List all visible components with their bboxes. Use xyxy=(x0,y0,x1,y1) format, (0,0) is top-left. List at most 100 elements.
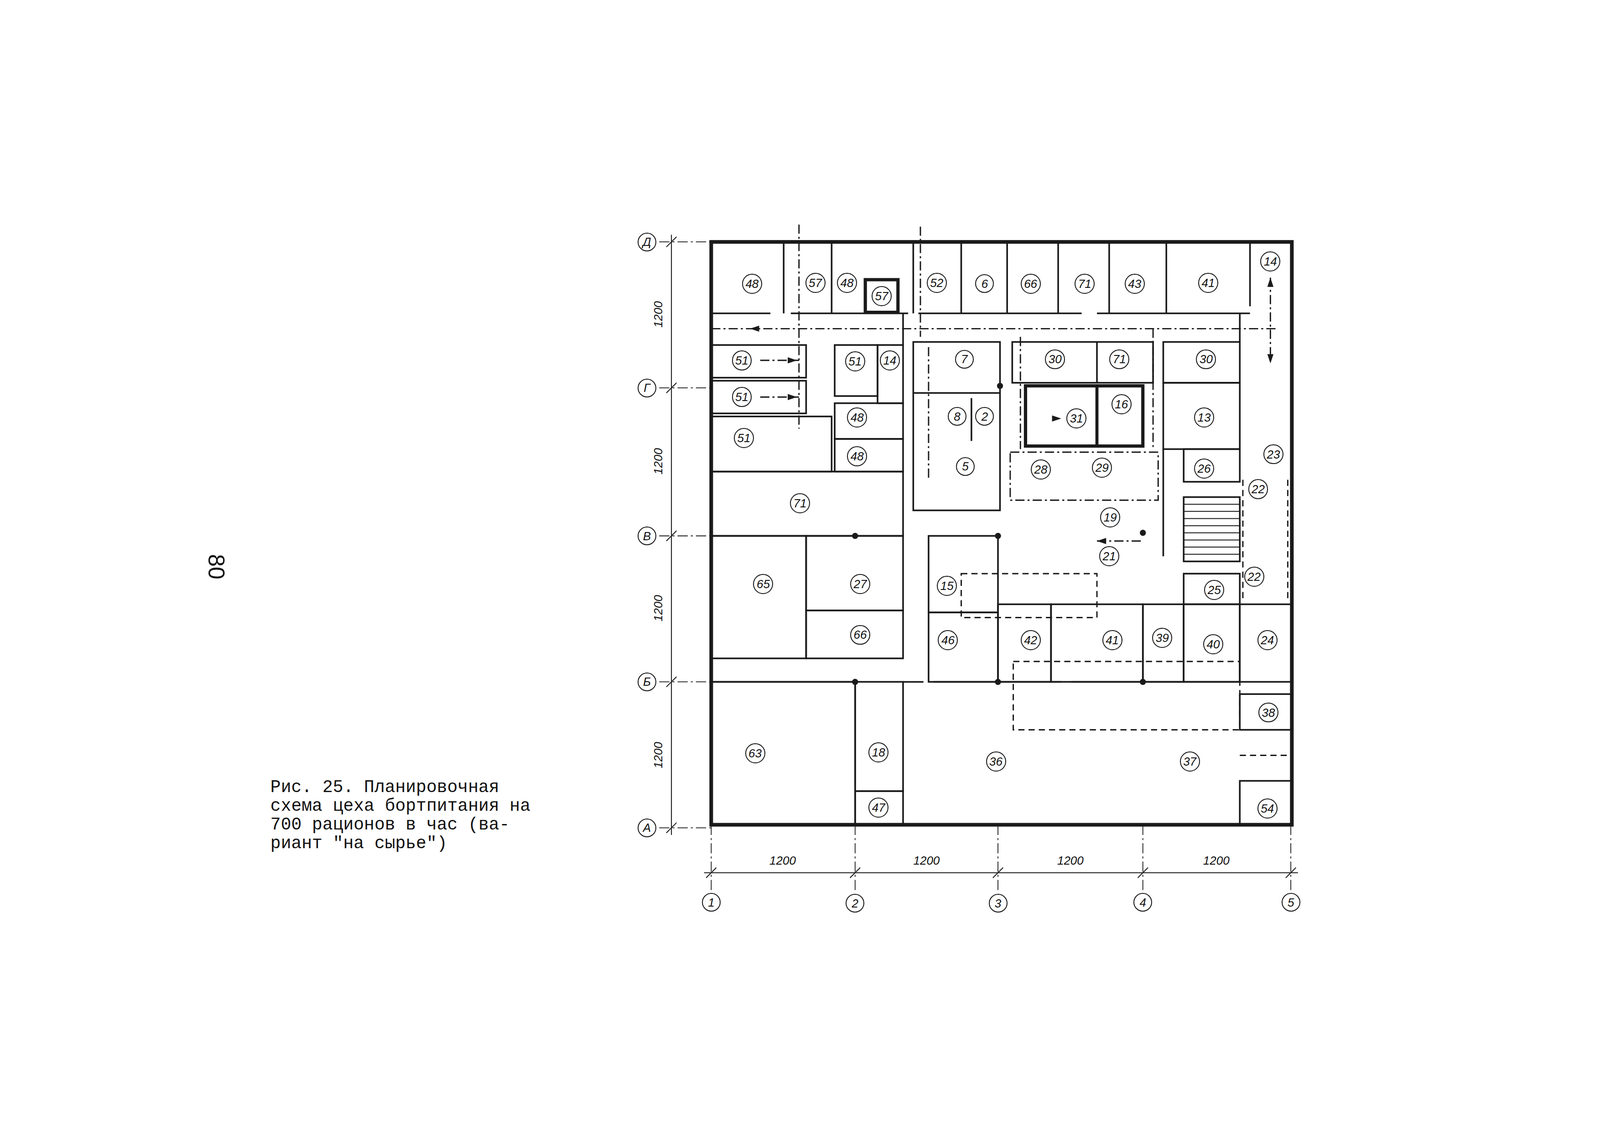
room-callout: 27 xyxy=(850,573,871,594)
room-wall xyxy=(1163,341,1240,383)
dimension-line xyxy=(1183,539,1240,541)
callout-number: 30 xyxy=(1199,353,1213,365)
room-callout: 71 xyxy=(1074,273,1095,294)
callout-number: 13 xyxy=(1197,411,1211,424)
callout-number: В xyxy=(643,529,651,542)
room-wall xyxy=(834,438,904,472)
zone-outline xyxy=(1013,661,1241,730)
flow-line xyxy=(1010,451,1159,500)
room-wall xyxy=(1239,603,1292,682)
room-wall xyxy=(1183,496,1240,562)
wall xyxy=(1057,241,1060,314)
dimension: 1200 xyxy=(651,593,665,623)
callout-number: 71 xyxy=(793,497,807,510)
zone-line xyxy=(1287,479,1289,602)
axis-bubble: 4 xyxy=(1133,892,1153,912)
callout-number: 40 xyxy=(1206,638,1221,650)
callout-number: 71 xyxy=(1078,277,1092,290)
callout-number: 65 xyxy=(756,577,770,590)
room-wall xyxy=(1183,603,1240,682)
wall xyxy=(970,397,973,441)
callout-number: 23 xyxy=(1267,448,1281,461)
wall xyxy=(903,680,924,683)
column-dot xyxy=(1139,678,1146,685)
wall xyxy=(918,312,1082,315)
flow-line xyxy=(798,224,800,429)
wall xyxy=(1096,312,1251,315)
room-callout: 37 xyxy=(1179,751,1200,772)
callout-number: 38 xyxy=(1261,706,1275,719)
callout-number: 29 xyxy=(1095,461,1109,474)
room-callout: 8 xyxy=(947,406,967,426)
axis-bubble: 2 xyxy=(845,893,865,913)
flow-arrow xyxy=(787,394,797,400)
callout-number: 2 xyxy=(851,897,859,910)
callout-number: 48 xyxy=(840,276,854,289)
room-callout: 25 xyxy=(1204,579,1225,600)
callout-number: 21 xyxy=(1102,550,1116,562)
room-callout: 48 xyxy=(836,272,858,293)
flow-line xyxy=(1152,328,1154,449)
flow-line xyxy=(711,327,1276,330)
wall xyxy=(1095,385,1099,447)
room-callout: 42 xyxy=(1020,629,1041,650)
callout-number: Д xyxy=(642,235,651,248)
callout-number: 42 xyxy=(1023,633,1038,646)
dimension-line xyxy=(704,872,1299,873)
callout-number: 71 xyxy=(1112,353,1127,365)
zone-line xyxy=(1242,479,1244,602)
room-callout: 22 xyxy=(1244,566,1265,587)
room-callout: 29 xyxy=(1091,457,1112,478)
room-callout: 63 xyxy=(745,742,766,764)
dimension: 1200 xyxy=(651,740,665,770)
dimension-line xyxy=(992,867,1003,878)
room-callout: 46 xyxy=(937,629,958,650)
room-wall xyxy=(1012,341,1154,383)
callout-number: Г xyxy=(643,381,650,394)
axis-line xyxy=(659,387,712,389)
callout-number: 66 xyxy=(1023,277,1038,290)
room-callout: 48 xyxy=(846,446,868,467)
room-callout: 57 xyxy=(871,285,892,307)
dimension-line xyxy=(1183,553,1240,555)
room-wall xyxy=(711,416,832,472)
callout-number: 63 xyxy=(748,747,762,759)
wall xyxy=(1071,680,1240,683)
dimension-line xyxy=(1183,510,1240,512)
room-callout: 36 xyxy=(986,751,1007,772)
callout-number: 43 xyxy=(1127,277,1142,290)
room-callout: 48 xyxy=(846,407,868,428)
room-callout: 52 xyxy=(926,272,947,293)
callout-number: 57 xyxy=(875,290,889,302)
room-wall xyxy=(855,681,904,791)
room-callout: 31 xyxy=(1066,408,1087,429)
page-number: 80 xyxy=(204,552,229,581)
room-wall xyxy=(865,279,899,313)
dimension-line xyxy=(850,867,861,878)
dimension-line xyxy=(666,382,677,393)
room-wall xyxy=(1142,603,1184,682)
room-wall xyxy=(1183,573,1240,604)
room-wall xyxy=(855,790,904,825)
callout-number: 1 xyxy=(707,896,715,909)
room-callout: 48 xyxy=(742,273,763,294)
dimension: 1200 xyxy=(768,853,798,867)
room-callout: 23 xyxy=(1263,444,1284,465)
room-callout: 66 xyxy=(1020,273,1041,294)
dimension-line xyxy=(666,676,677,687)
room-callout: 41 xyxy=(1102,629,1123,650)
callout-number: 39 xyxy=(1155,631,1169,644)
axis-line xyxy=(854,824,856,891)
room-callout: 51 xyxy=(733,427,754,448)
callout-number: 22 xyxy=(1251,483,1265,495)
room-wall xyxy=(1025,385,1143,447)
dimension: 1200 xyxy=(651,446,665,476)
callout-number: 51 xyxy=(735,390,749,403)
room-wall xyxy=(1183,448,1240,482)
room-callout: 51 xyxy=(732,350,753,371)
axis-line xyxy=(659,826,712,828)
room-wall xyxy=(805,610,904,659)
room-callout: 2 xyxy=(975,406,994,426)
